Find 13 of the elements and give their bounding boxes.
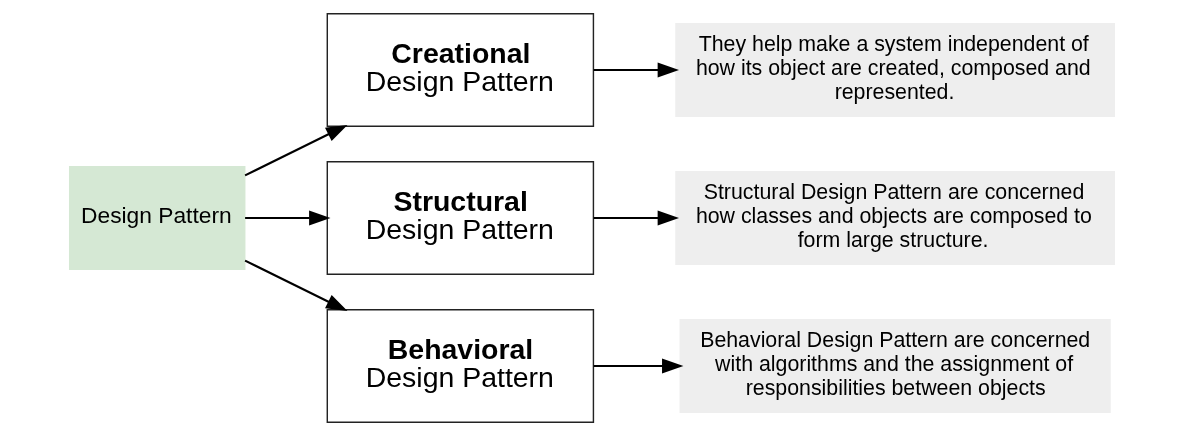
- node-box: Design Pattern: [69, 166, 246, 270]
- node-box: Behavioral Design Pattern: [326, 309, 595, 423]
- node-box: Structural Design Pattern are concerned how classes and objects are composed to form large structure.: [675, 171, 1115, 265]
- arrow: [593, 62, 679, 78]
- node-box: Behavioral Design Pattern are concerned with algorithms and the assignment of responsibilities between objects: [679, 319, 1111, 413]
- arrow: [244, 259, 348, 312]
- arrow: [593, 358, 684, 374]
- node-box: Creational Design Pattern: [326, 13, 595, 127]
- arrow: [245, 210, 331, 226]
- node-box: Structural Design Pattern: [326, 161, 595, 275]
- node-box: They help make a system independent of how its object are created, composed and represented.: [675, 23, 1115, 117]
- arrow: [593, 210, 679, 226]
- arrow: [244, 124, 348, 177]
